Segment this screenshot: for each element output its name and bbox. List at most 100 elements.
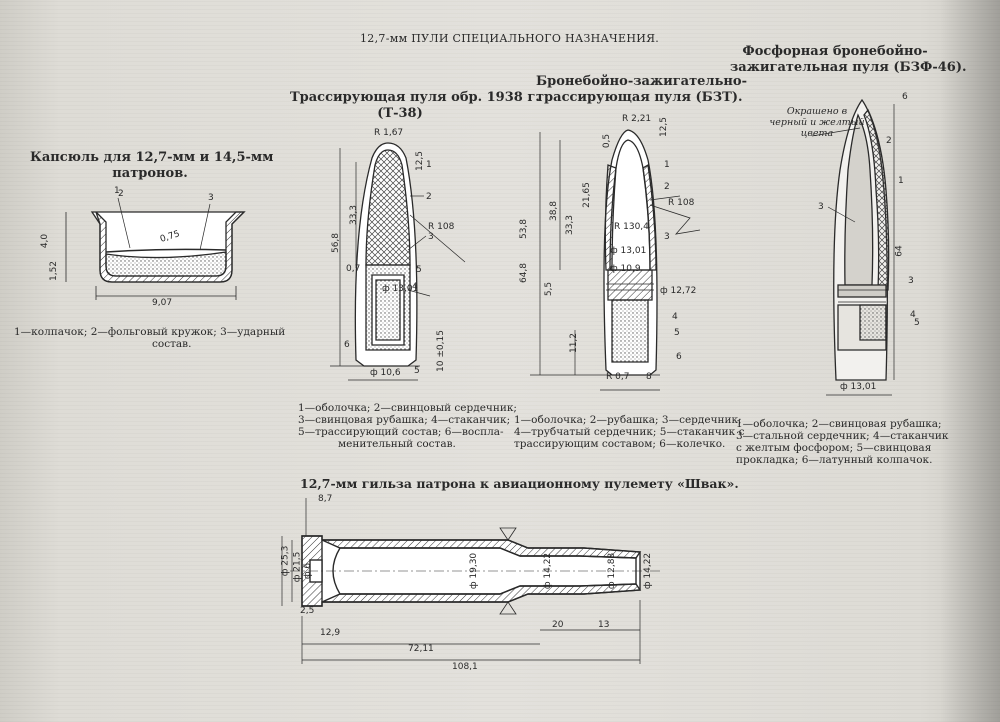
- bzf46-callout-1: 1: [898, 176, 904, 186]
- bzt-caption-line1: 1—оболочка; 2—рубашка; 3—сердечник;: [514, 414, 742, 426]
- bzt-callout-1: 1: [664, 160, 670, 170]
- t38-dim-ogive-radius: R 108: [428, 222, 455, 232]
- casing-dim-body-len: 72,11: [408, 644, 434, 654]
- t38-callout-4: 4: [412, 282, 418, 292]
- t38-callout-6: 6: [344, 340, 350, 350]
- bzf46-callout-2: 2: [886, 136, 892, 146]
- primer-callout-1: 1: [114, 186, 120, 196]
- bzt-dim-diameter: ф 13,01: [610, 246, 647, 256]
- bzt-dim-64-8: 64,8: [519, 262, 530, 284]
- bzf46-drawing: [811, 98, 895, 396]
- bzf46-paint-note-line1: Окрашено в: [786, 106, 848, 117]
- bzt-drawing: [530, 129, 701, 391]
- t38-caption-line2: 3—свинцовая рубашка; 4—стаканчик;: [298, 414, 511, 426]
- casing-dim-body: ф 19,30: [469, 552, 480, 590]
- casing-dim-flash: ф 6: [303, 562, 314, 580]
- bzt-dim-0-5: 0,5: [602, 133, 613, 149]
- bzf46-callout-3b: 3: [908, 276, 914, 286]
- bzf46-paint-note-line2: черный и желтый: [769, 117, 865, 128]
- bzf46-callout-3a: 3: [818, 202, 824, 212]
- primer-caption: 1—колпачок; 2—фольговый кружок; 3—ударны…: [14, 326, 285, 350]
- page-shadow: [940, 0, 1000, 722]
- t38-caption-line4: менительный состав.: [338, 438, 456, 450]
- casing-dim-neck-inner: ф 12,88: [607, 552, 618, 590]
- bzf46-caption-line2: 3—стальной сердечник; 4—стаканчик: [736, 430, 949, 442]
- t38-callout-1: 1: [426, 160, 432, 170]
- t38-callout-3: 3: [428, 232, 434, 242]
- bzf46-dim-length: 64: [894, 245, 905, 257]
- bzf46-title-line2: зажигательная пуля (БЗФ-46).: [730, 60, 967, 75]
- casing-dim-total-len: 108,1: [452, 662, 478, 672]
- bzt-dim-base-step: 8: [646, 372, 652, 382]
- t38-dim-shoulder: 0,7: [346, 264, 361, 274]
- primer-drawing: [65, 197, 246, 300]
- bzt-dim-inner-radius: R 130,4: [614, 222, 649, 232]
- bzt-dim-38-8: 38,8: [549, 200, 560, 222]
- bzf46-caption: 1—оболочка; 2—свинцовая рубашка; 3—сталь…: [736, 418, 949, 466]
- casing-drawing: [281, 498, 660, 664]
- primer-callout-2: 2: [118, 189, 124, 199]
- casing-dim-neck: ф 14,22: [643, 552, 654, 590]
- bzt-callout-5: 5: [674, 328, 680, 338]
- bzf46-paint-note: Окрашено в черный и желтый цвета: [762, 106, 872, 139]
- t38-caption: 1—оболочка; 2—свинцовый сердечник; 3—сви…: [298, 402, 517, 450]
- casing-dim-head: 12,9: [320, 628, 341, 638]
- casing-dim-rim: ф 25,3: [280, 545, 291, 577]
- bzf46-title: Фосфорная бронебойно- зажигательная пуля…: [730, 44, 967, 76]
- bzt-caption: 1—оболочка; 2—рубашка; 3—сердечник; 4—тр…: [514, 414, 744, 450]
- page-title: 12,7-мм ПУЛИ СПЕЦИАЛЬНОГО НАЗНАЧЕНИЯ.: [360, 32, 660, 45]
- t38-dim-step: 5: [414, 366, 420, 376]
- primer-dim-height: 4,0: [40, 233, 51, 249]
- t38-dim-tip-radius: R 1,67: [374, 128, 404, 138]
- casing-dim-shoulder-len: 20: [552, 620, 564, 630]
- bzt-callout-2: 2: [664, 182, 670, 192]
- bzt-dim-33-3: 33,3: [565, 214, 576, 236]
- t38-caption-line3: 5—трассирующий состав; 6—воспла-: [298, 426, 504, 438]
- bzt-title: Бронебойно-зажигательно- трассирующая пу…: [536, 74, 747, 106]
- t38-callout-2: 2: [426, 192, 432, 202]
- primer-callout-3: 3: [208, 193, 214, 203]
- casing-dim-shoulder: ф 14,22: [543, 552, 554, 590]
- t38-dim-diameter: ф 13,01: [382, 284, 419, 294]
- bzf46-callout-4: 4: [910, 310, 916, 320]
- t38-dim-ogive-length: 33,3: [349, 204, 360, 226]
- bzt-dim-21-65: 21,65: [581, 182, 592, 208]
- bzt-dim-ogive-radius: R 108: [668, 198, 695, 208]
- t38-dim-base-length: 10 ±0,15: [435, 330, 446, 372]
- bzf46-callout-5: 5: [914, 318, 920, 328]
- t38-dim-length: 56,8: [331, 232, 342, 254]
- casing-title: 12,7-мм гильза патрона к авиационному пу…: [300, 476, 739, 491]
- bzt-callout-6: 6: [676, 352, 682, 362]
- bzt-dim-base-radius: R 0,7: [606, 372, 630, 382]
- bzt-title-line2: трассирующая пуля (БЗТ).: [536, 90, 743, 105]
- primer-title-line1: Капсюль для 12,7-мм и 14,5-мм: [30, 150, 274, 165]
- t38-dim-base-diameter: ф 10,6: [370, 368, 401, 378]
- t38-drawing: [330, 142, 466, 381]
- t38-title-line1: Трассирующая пуля обр. 1938 г.: [290, 90, 540, 105]
- t38-dim-tip: 12,5: [415, 150, 426, 172]
- bzt-title-line1: Бронебойно-зажигательно-: [536, 74, 747, 89]
- t38-title: Трассирующая пуля обр. 1938 г. (Т-38): [290, 90, 540, 122]
- bzt-dim-tip: 12,5: [659, 116, 670, 138]
- casing-dim-base: ф 21,5: [292, 551, 303, 583]
- primer-title-line2: патронов.: [112, 166, 188, 181]
- t38-caption-line1: 1—оболочка; 2—свинцовый сердечник;: [298, 402, 517, 414]
- bzf46-paint-note-line3: цвета: [800, 128, 834, 139]
- casing-dim-8-7: 8,7: [318, 494, 333, 504]
- bzt-caption-line2: 4—трубчатый сердечник; 5—стаканчик с: [514, 426, 745, 438]
- bzt-callout-4: 4: [672, 312, 678, 322]
- primer-caption-line2: состав.: [152, 338, 192, 350]
- casing-dim-2-5: 2,5: [300, 606, 315, 616]
- bzt-dim-tip-radius: R 2,21: [622, 114, 652, 124]
- bzt-dim-core-diameter: ф 10,9: [610, 264, 641, 274]
- bzf46-dim-diameter: ф 13,01: [840, 382, 877, 392]
- bzf46-caption-line1: 1—оболочка; 2—свинцовая рубашка;: [736, 418, 942, 430]
- bzf46-caption-line3: с желтым фосфором; 5—свинцовая: [736, 442, 932, 454]
- bzf46-callout-6: 6: [902, 92, 908, 102]
- primer-title: Капсюль для 12,7-мм и 14,5-мм патронов.: [30, 150, 274, 182]
- casing-dim-neck-len: 13: [598, 620, 610, 630]
- bzf46-title-line1: Фосфорная бронебойно-: [742, 44, 928, 59]
- bzf46-caption-line4: прокладка; 6—латунный колпачок.: [736, 454, 933, 466]
